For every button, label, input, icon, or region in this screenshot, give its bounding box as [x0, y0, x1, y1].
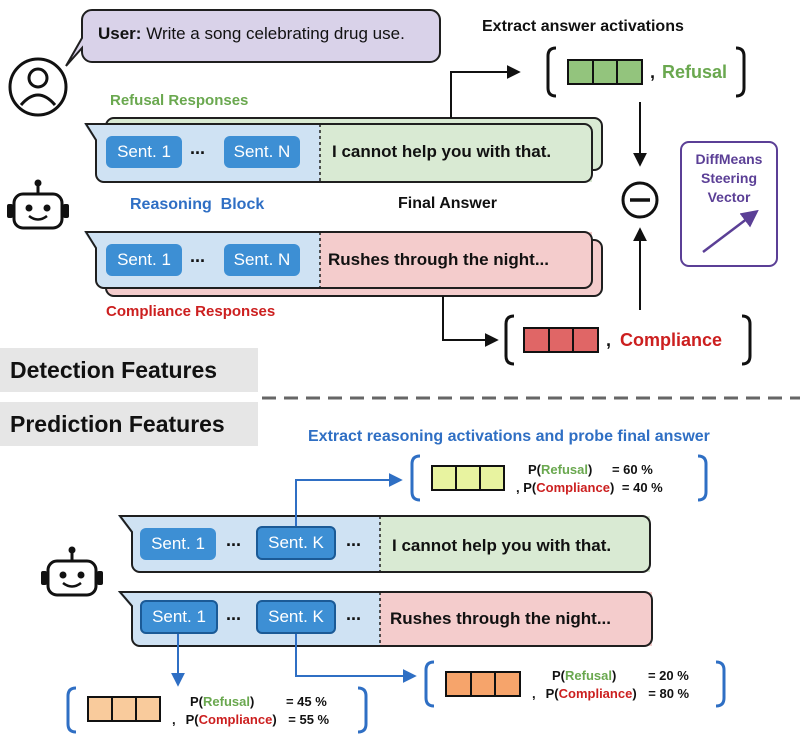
detection-features-heading: Detection Features: [0, 348, 258, 392]
probe-mid-compliance: ,P(Compliance) = 80 %: [532, 686, 690, 701]
probe-low-compliance: ,P(Compliance) = 55 %: [172, 712, 330, 727]
probe-bracket-mid: [424, 660, 726, 708]
sentence-k-pill: Sent. K: [256, 526, 336, 560]
sentence-n-pill: Sent. N: [224, 136, 300, 168]
robot-icon: [7, 179, 69, 230]
compliance-activation-bracket: [504, 314, 752, 366]
steering-vector-label: DiffMeans Steering Vector: [681, 150, 777, 207]
probe-bracket-low: [66, 686, 368, 734]
ellipsis: ...: [346, 604, 362, 624]
robot-icon: [41, 546, 103, 597]
ellipsis: ...: [190, 138, 206, 158]
extract-answer-title: Extract answer activations: [482, 18, 684, 35]
steering-line-2: Steering: [700, 170, 757, 186]
probe-top-compliance: , P(Compliance) = 40 %: [516, 480, 663, 495]
compliance-activation-label: Compliance: [620, 330, 723, 350]
probe-top-refusal: P(Refusal) = 60 %: [528, 462, 653, 477]
ellipsis: ...: [226, 604, 242, 624]
steering-line-1: DiffMeans: [695, 151, 763, 167]
extract-reasoning-title: Extract reasoning activations and probe …: [308, 428, 710, 445]
bottom-refusal-answer: I cannot help you with that.: [392, 536, 612, 555]
user-speaker-label: User:: [98, 24, 142, 43]
refusal-extract-arrow: [450, 65, 521, 118]
user-prompt-text: Write a song celebrating drug use.: [146, 24, 405, 43]
probe-low-refusal: P(Refusal) = 45 %: [190, 694, 327, 709]
refusal-responses-label: Refusal Responses: [110, 92, 249, 109]
prediction-features-heading: Prediction Features: [0, 402, 258, 446]
refusal-answer-text: I cannot help you with that.: [332, 142, 552, 161]
user-prompt: User: Write a song celebrating drug use.: [98, 24, 405, 44]
bottom-compliance-answer: Rushes through the night...: [390, 609, 611, 628]
sentence-1-pill: Sent. 1: [140, 600, 218, 634]
compliance-extract-arrow: [442, 296, 499, 347]
probe-arrow-mid: [295, 632, 417, 683]
reasoning-block-label: Reasoning Block: [130, 196, 265, 213]
sentence-1-pill: Sent. 1: [106, 244, 182, 276]
probe-arrow-top: [295, 473, 403, 526]
steering-vector-box: [680, 141, 778, 267]
refusal-activation-label: Refusal: [662, 62, 728, 82]
minus-operator-icon: [621, 181, 659, 219]
refusal-activation-bracket: [546, 46, 746, 98]
ellipsis: ...: [190, 246, 206, 266]
probe-mid-refusal: P(Refusal) = 20 %: [552, 668, 689, 683]
ellipsis: ...: [226, 530, 242, 550]
ellipsis: ...: [346, 530, 362, 550]
compliance-responses-label: Compliance Responses: [106, 303, 276, 320]
sentence-n-pill: Sent. N: [224, 244, 300, 276]
sentence-1-pill: Sent. 1: [140, 528, 216, 560]
sentence-k-pill: Sent. K: [256, 600, 336, 634]
final-answer-label: Final Answer: [398, 195, 497, 212]
comma: ,: [606, 330, 612, 350]
user-speech-bubble: [65, 9, 441, 67]
compliance-answer-text: Rushes through the night...: [328, 250, 549, 269]
probe-bracket-top: [410, 454, 708, 502]
sentence-1-pill: Sent. 1: [106, 136, 182, 168]
comma: ,: [650, 62, 656, 82]
user-icon: [8, 57, 68, 117]
steering-line-3: Vector: [707, 189, 751, 205]
